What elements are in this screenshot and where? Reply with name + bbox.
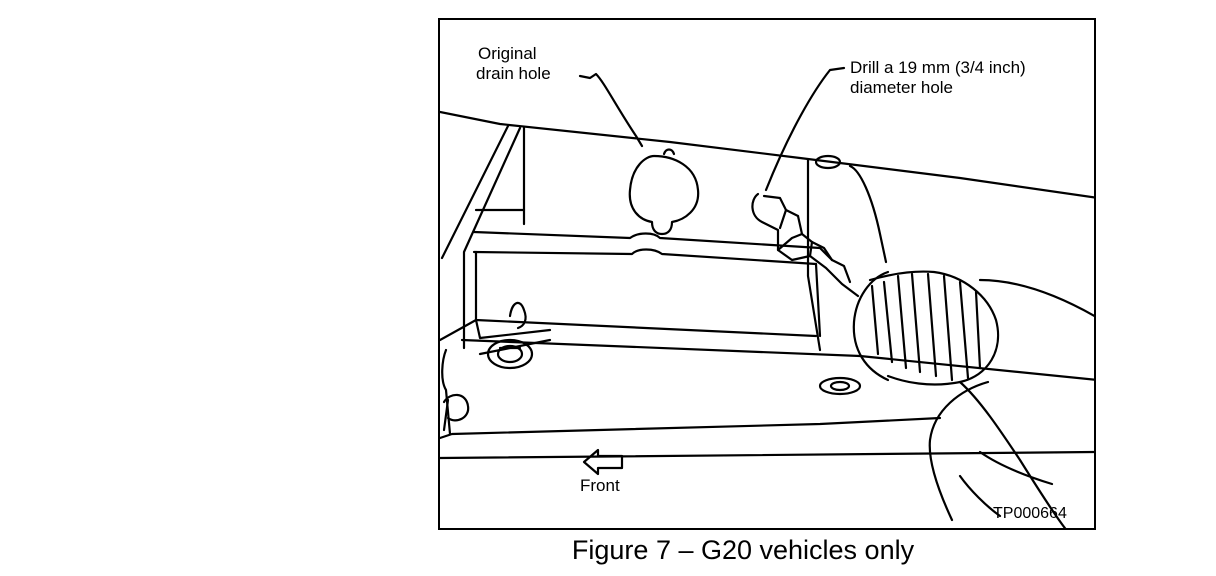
drill-hole-label-line1: Drill a 19 mm (3/4 inch)	[850, 58, 1026, 77]
front-direction-label: Front	[580, 476, 620, 495]
figure-frame: Original drain hole Drill a 19 mm (3/4 i…	[438, 18, 1096, 530]
figure-caption: Figure 7 – G20 vehicles only	[571, 535, 915, 565]
original-drain-hole-label-line2: drain hole	[476, 64, 551, 83]
figure-code-label: TP000664	[993, 505, 1067, 522]
original-drain-hole-label-line1: Original	[478, 44, 537, 63]
drill-illustration	[440, 66, 1094, 528]
drill-hole-label-line2: diameter hole	[850, 78, 954, 97]
